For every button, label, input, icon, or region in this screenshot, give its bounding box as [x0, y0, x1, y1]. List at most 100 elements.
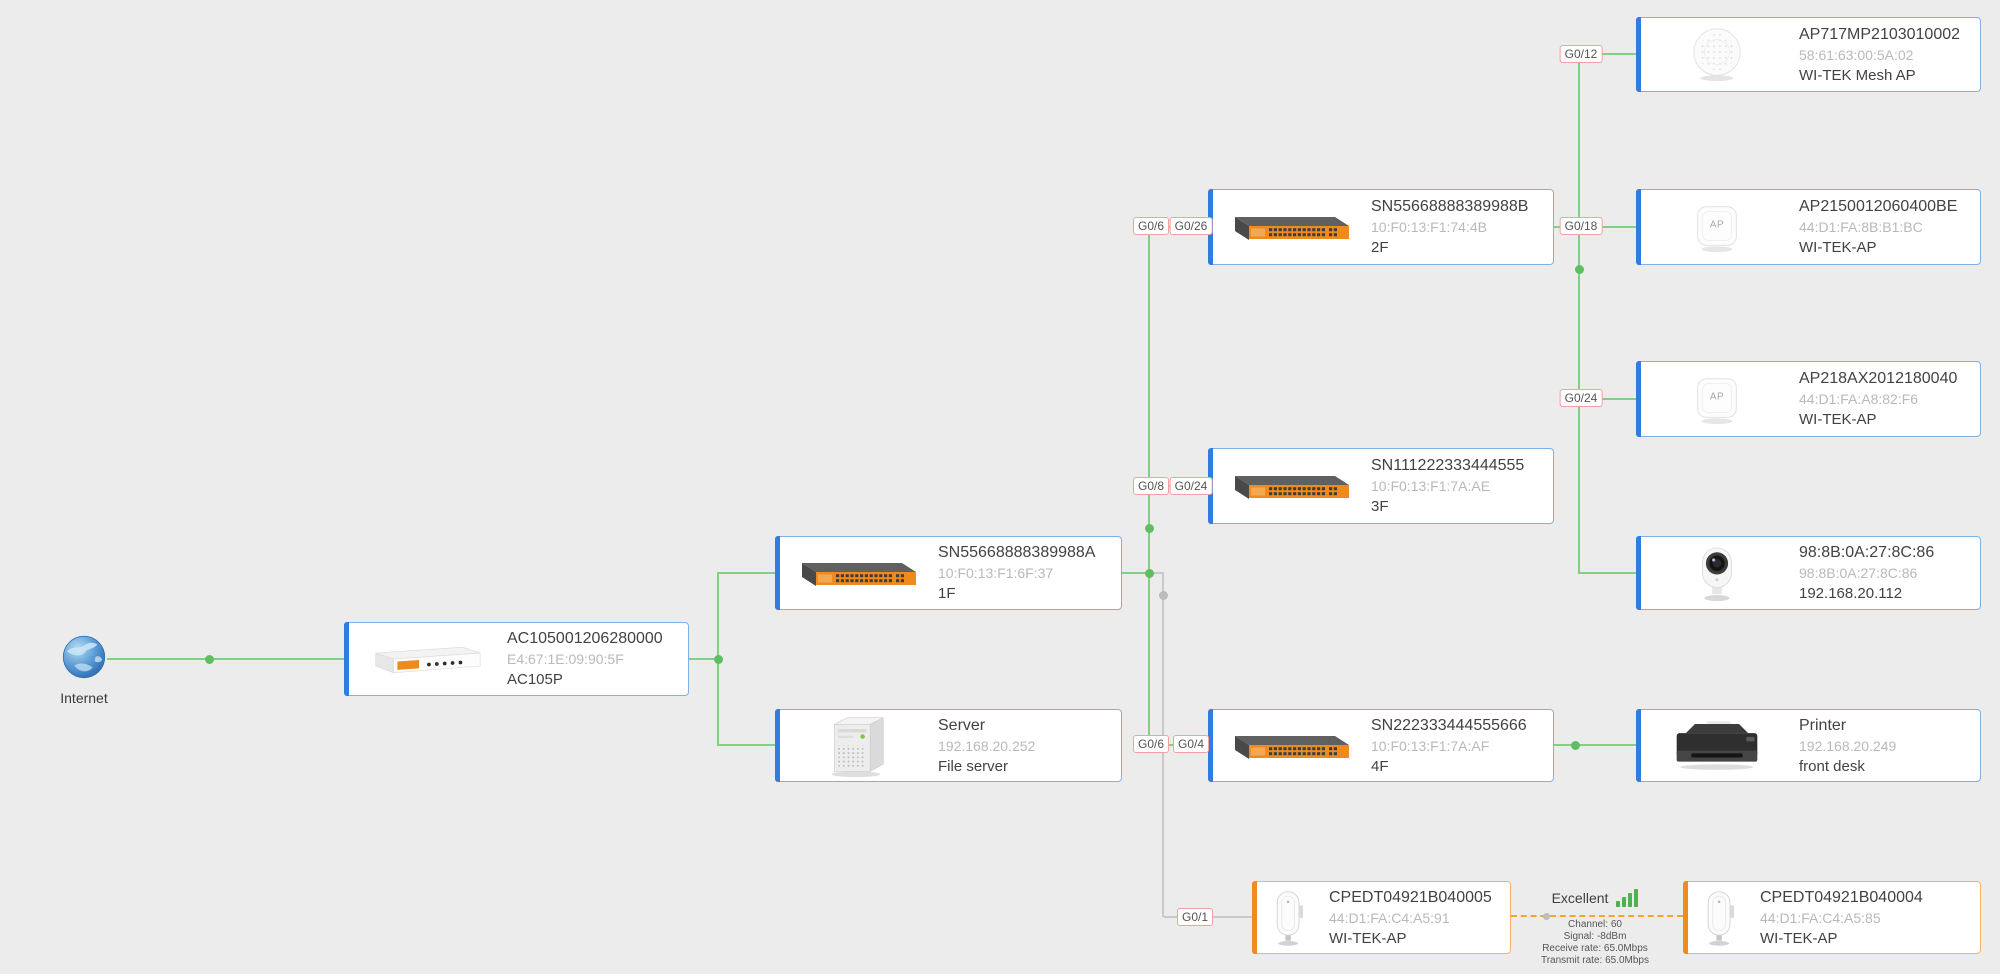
device-ip: 192.168.20.112: [1799, 585, 1903, 602]
port-label: G0/24: [1559, 389, 1603, 407]
link-sw4f-printer: [1554, 744, 1636, 746]
device-mac: 58:61:63:00:5A:02: [1799, 46, 1914, 63]
device-mac: 44:D1:FA:C4:A5:91: [1329, 909, 1450, 926]
ap-badge-label: AP: [1709, 391, 1725, 403]
device-mac: 10:F0:13:F1:7A:AF: [1371, 737, 1490, 754]
device-serial: 98:8B:0A:27:8C:86: [1799, 544, 1935, 561]
card-accent: [775, 536, 780, 610]
card-accent: [1683, 881, 1688, 954]
switch-icon: [776, 537, 936, 609]
device-name: AC105P: [507, 671, 563, 688]
port-label: G0/26: [1169, 217, 1213, 235]
device-card-mesh-ap[interactable]: AP717MP2103010002 58:61:63:00:5A:02 WI-T…: [1636, 17, 1981, 92]
port-label: G0/1: [1176, 908, 1214, 926]
device-serial: AP218AX2012180040: [1799, 370, 1958, 387]
link-internet-ac: [107, 658, 344, 660]
device-name: WI-TEK-AP: [1799, 239, 1877, 256]
status-dot: [205, 655, 214, 664]
link-sw1f-out: [1122, 572, 1149, 574]
device-card-ac105p[interactable]: AC105001206280000 E4:67:1E:09:90:5F AC10…: [344, 622, 689, 696]
status-dot-gray: [1159, 591, 1168, 600]
port-label: G0/6: [1132, 735, 1170, 753]
port-label: G0/6: [1132, 217, 1170, 235]
device-serial: CPEDT04921B040004: [1760, 888, 1923, 906]
link-to-camera: [1580, 572, 1636, 574]
link-ac-out: [689, 658, 718, 660]
device-name: 2F: [1371, 239, 1389, 256]
port-label: G0/18: [1559, 217, 1603, 235]
device-card-camera[interactable]: 98:8B:0A:27:8C:86 98:8B:0A:27:8C:86 192.…: [1636, 536, 1981, 610]
device-name: 4F: [1371, 757, 1389, 775]
card-accent: [1252, 881, 1257, 954]
wireless-quality: Excellent: [1520, 889, 1670, 907]
card-accent: [775, 709, 780, 782]
port-label: G0/24: [1169, 477, 1213, 495]
device-ip: 192.168.20.252: [938, 737, 1036, 754]
device-ip: 192.168.20.249: [1799, 737, 1897, 754]
device-mac: 44:D1:FA:8B:B1:BC: [1799, 219, 1923, 235]
signal-bars-icon: [1616, 889, 1638, 907]
device-card-ap218ax[interactable]: AP AP218AX2012180040 44:D1:FA:A8:82:F6 W…: [1636, 361, 1981, 437]
link-trunk2-vertical: [1578, 53, 1580, 574]
wireless-channel: Channel: 60: [1568, 919, 1622, 930]
globe-icon: [61, 634, 107, 680]
internet-node[interactable]: Internet: [38, 634, 130, 706]
status-dot: [1575, 265, 1584, 274]
device-serial: Printer: [1799, 716, 1847, 734]
card-accent: [1636, 17, 1641, 92]
switch-icon: [1209, 710, 1369, 781]
ap-badge-label: AP: [1709, 219, 1725, 231]
card-accent: [1636, 536, 1641, 610]
switch-icon: [1209, 190, 1369, 264]
device-card-cpe-right[interactable]: CPEDT04921B040004 44:D1:FA:C4:A5:85 WI-T…: [1683, 881, 1981, 954]
device-name: WI-TEK-AP: [1760, 929, 1838, 947]
status-dot: [1145, 569, 1154, 578]
card-accent: [344, 622, 349, 696]
card-accent: [1636, 189, 1641, 265]
card-accent: [1208, 709, 1213, 782]
device-mac: 44:D1:FA:C4:A5:85: [1760, 909, 1881, 926]
card-accent: [1636, 361, 1641, 437]
device-card-ap2150[interactable]: AP AP2150012060400BE 44:D1:FA:8B:B1:BC W…: [1636, 189, 1981, 265]
wireless-stats: Channel: 60 Signal: -8dBm Receive rate: …: [1520, 919, 1670, 967]
device-serial: AC105001206280000: [507, 630, 663, 647]
port-label: G0/8: [1132, 477, 1170, 495]
device-mac: 10:F0:13:F1:74:4B: [1371, 219, 1487, 235]
device-name: 1F: [938, 585, 956, 602]
device-card-switch-2f[interactable]: SN55668888389988B 10:F0:13:F1:74:4B 2F: [1208, 189, 1554, 265]
router-icon: [345, 623, 505, 695]
device-name: WI-TEK-AP: [1329, 929, 1407, 947]
device-serial: Server: [938, 716, 986, 734]
wireless-transmit-rate: Transmit rate: 65.0Mbps: [1540, 955, 1649, 966]
wireless-signal: Signal: -8dBm: [1563, 931, 1627, 942]
card-accent: [1636, 709, 1641, 782]
status-dot: [1571, 741, 1580, 750]
device-serial: SN111222333444555: [1371, 457, 1525, 474]
camera-icon: [1637, 537, 1797, 609]
port-label: G0/4: [1172, 735, 1210, 753]
mesh-ap-icon: [1637, 18, 1797, 91]
device-card-printer[interactable]: Printer 192.168.20.249 front desk: [1636, 709, 1981, 782]
device-card-switch-3f[interactable]: SN111222333444555 10:F0:13:F1:7A:AE 3F: [1208, 448, 1554, 524]
wireless-quality-label: Excellent: [1551, 890, 1609, 906]
link-gray-connector: [1149, 572, 1163, 574]
device-card-file-server[interactable]: Server 192.168.20.252 File server: [775, 709, 1122, 782]
device-serial: AP717MP2103010002: [1799, 25, 1961, 43]
device-card-switch-4f[interactable]: SN222333444555666 10:F0:13:F1:7A:AF 4F: [1208, 709, 1554, 782]
link-to-ap218: [1580, 398, 1636, 400]
device-mac: 10:F0:13:F1:7A:AE: [1371, 478, 1491, 494]
device-card-cpe-left[interactable]: CPEDT04921B040005 44:D1:FA:C4:A5:91 WI-T…: [1252, 881, 1511, 954]
switch-icon: [1209, 449, 1369, 523]
device-serial: CPEDT04921B040005: [1329, 888, 1492, 906]
device-card-switch-1f[interactable]: SN55668888389988A 10:F0:13:F1:6F:37 1F: [775, 536, 1122, 610]
device-serial: SN222333444555666: [1371, 716, 1527, 734]
link-to-mesh-ap: [1580, 53, 1636, 55]
device-name: WI-TEK Mesh AP: [1799, 66, 1916, 84]
device-mac: 10:F0:13:F1:6F:37: [938, 565, 1054, 581]
cpe-icon: [1253, 882, 1325, 953]
device-serial: SN55668888389988B: [1371, 198, 1529, 215]
device-name: front desk: [1799, 757, 1865, 775]
device-name: File server: [938, 757, 1009, 775]
port-label: G0/12: [1559, 45, 1603, 63]
